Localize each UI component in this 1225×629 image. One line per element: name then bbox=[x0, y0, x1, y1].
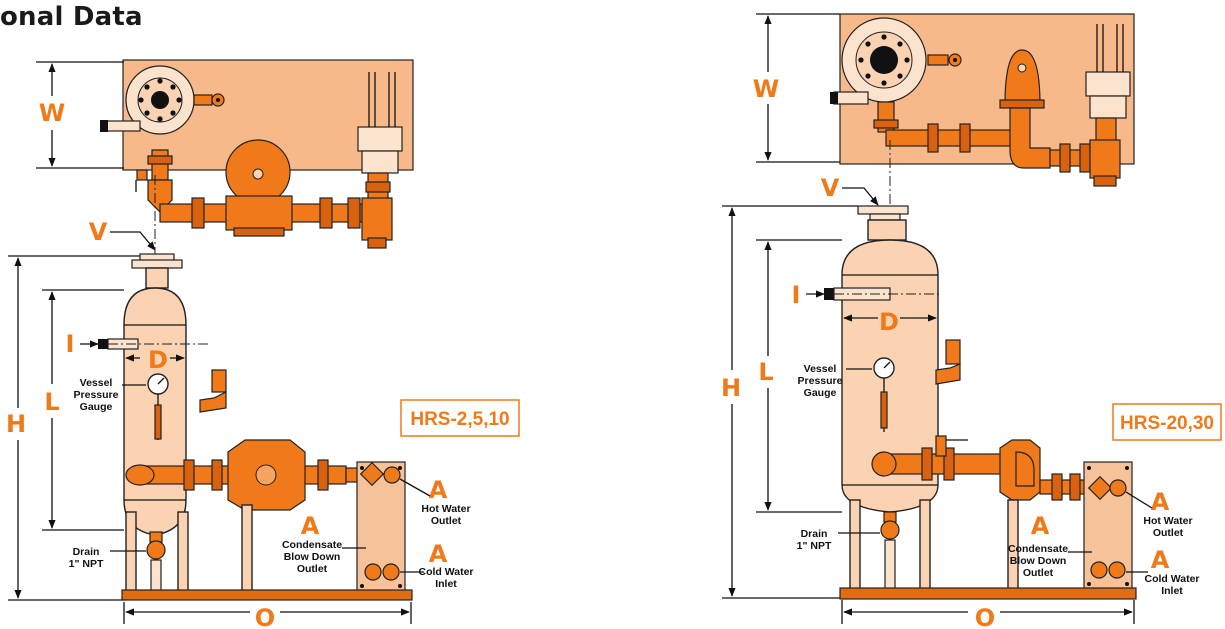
left-A-condensate: A bbox=[301, 512, 320, 540]
right-base bbox=[839, 587, 1137, 600]
left-dim-O: O bbox=[255, 604, 275, 629]
right-model-label: HRS-20,30 bbox=[1120, 413, 1214, 434]
right-top-flange-side bbox=[857, 205, 909, 215]
left-A-hot: A bbox=[429, 476, 448, 504]
left-dim-I: I bbox=[66, 330, 75, 358]
right-top-view bbox=[830, 13, 1135, 187]
right-A-cold: A bbox=[1151, 546, 1170, 574]
right-dim-L: L bbox=[758, 358, 773, 386]
left-dim-L: L bbox=[44, 388, 59, 416]
right-A-condensate: A bbox=[1031, 512, 1050, 540]
right-dim-I: I bbox=[792, 281, 801, 309]
left-dim-D: D bbox=[148, 346, 168, 374]
left-A-cold: A bbox=[429, 540, 448, 568]
left-base bbox=[121, 589, 413, 601]
right-dim-W: W bbox=[753, 75, 779, 103]
left-model-box bbox=[400, 399, 520, 437]
right-model-box bbox=[1112, 403, 1222, 441]
right-A-hot: A bbox=[1151, 488, 1170, 516]
section-heading: onal Data bbox=[0, 2, 143, 32]
left-dim-H: H bbox=[6, 410, 26, 438]
left-model-label: HRS-2,5,10 bbox=[410, 409, 509, 430]
left-dim-W: W bbox=[39, 99, 65, 127]
left-dim-V: V bbox=[89, 218, 108, 246]
right-dim-V: V bbox=[821, 174, 840, 202]
right-dim-D: D bbox=[879, 308, 899, 336]
left-top-view bbox=[100, 59, 414, 249]
right-dim-O: O bbox=[975, 604, 995, 629]
right-dim-H: H bbox=[721, 374, 741, 402]
